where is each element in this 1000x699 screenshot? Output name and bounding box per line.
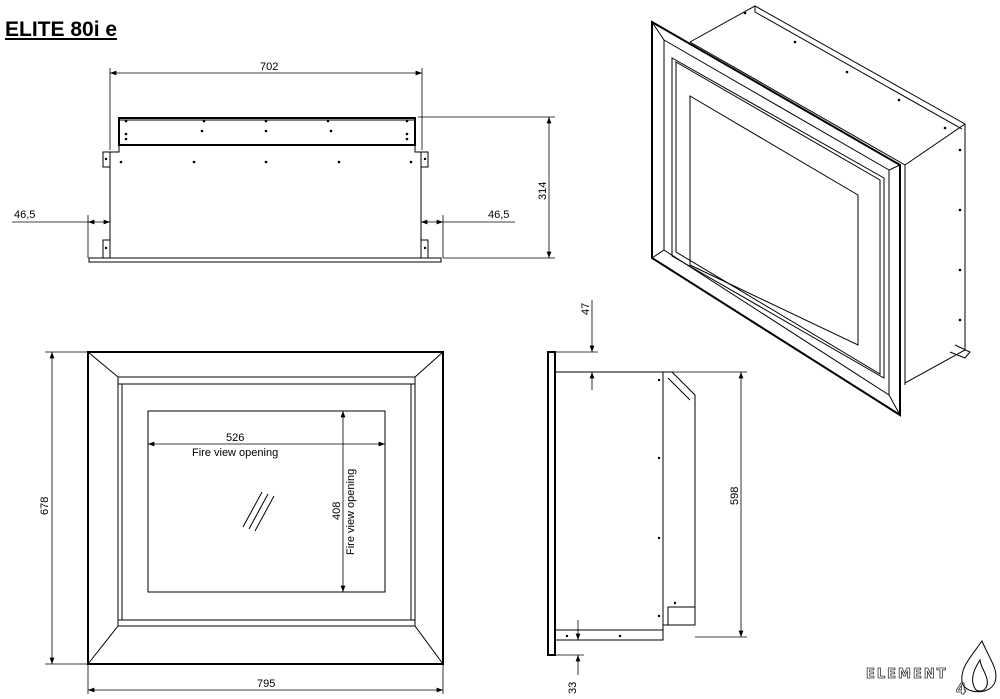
front-view: 526 Fire view opening 408 Fire view open…: [39, 351, 444, 694]
dimension-right-offset: 46,5: [488, 209, 509, 221]
fire-width-label: Fire view opening: [192, 447, 278, 459]
dimension-height: 314: [537, 182, 549, 200]
side-frame: [547, 351, 556, 656]
dimension-side-height: 598: [729, 487, 741, 505]
glass-hatch: [242, 491, 275, 532]
dimension-total-width: 795: [257, 678, 275, 690]
dimension-left-offset: 46,5: [14, 209, 35, 221]
fire-view-opening: [147, 410, 386, 593]
dimension-bottom-offset: 33: [567, 682, 579, 694]
drawing-title: ELITE 80i e: [5, 18, 118, 41]
iso-glass: [689, 95, 859, 346]
iso-outer-frame: [651, 20, 901, 417]
top-view: 702 314 46,5 46,5: [12, 61, 555, 263]
flame-icon: [961, 639, 997, 693]
dimension-width: 702: [260, 61, 278, 73]
dimension-top-offset: 47: [580, 303, 592, 315]
dimension-total-height: 678: [39, 497, 51, 515]
fire-height-label: Fire view opening: [345, 469, 357, 555]
side-view: 47 598 33: [547, 300, 747, 694]
dimension-fire-height: 408: [331, 502, 343, 520]
element4-logo: ELEMENT 4: [866, 639, 997, 698]
dimension-fire-width: 526: [226, 432, 244, 444]
isometric-view: [651, 5, 971, 417]
logo-text: ELEMENT: [866, 667, 948, 682]
logo-number: 4: [956, 680, 968, 698]
outer-frame: [87, 351, 444, 665]
top-flange: [118, 117, 416, 146]
